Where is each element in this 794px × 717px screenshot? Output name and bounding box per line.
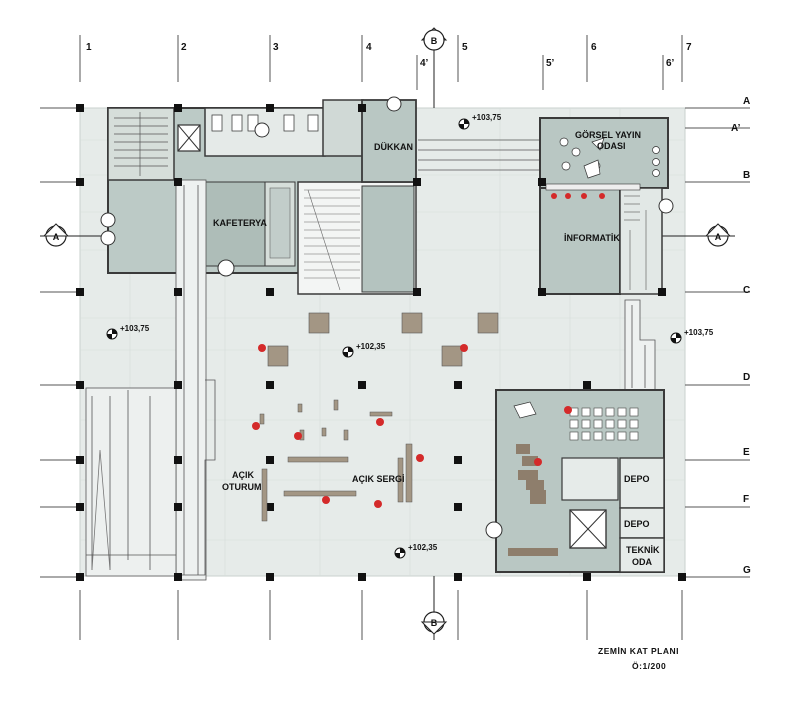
grid-label-G: G (743, 565, 751, 576)
elevation-marker-center: +102,35 (342, 342, 386, 358)
grid-label-4: 4 (366, 42, 372, 53)
section-label-a-left: A (53, 232, 60, 242)
room-label-acik-oturum-2: OTURUM (222, 482, 262, 492)
grid-label-3: 3 (273, 42, 279, 53)
grid-label-A-prime: A’ (731, 123, 741, 134)
elevation-right-label: +103,75 (684, 328, 714, 337)
section-label-b-bottom: B (431, 618, 438, 628)
grid-label-6-prime: 6’ (666, 58, 675, 69)
section-label-b-top: B (431, 36, 438, 46)
grid-label-5: 5 (462, 42, 468, 53)
it-room (539, 183, 674, 295)
service-block (100, 99, 409, 277)
exhibit-panels (259, 399, 413, 522)
elevation-bottom-label: +102,35 (408, 543, 438, 552)
room-label-gorsel-1: GÖRSEL YAYIN (575, 130, 641, 140)
elevation-marker-top: +103,75 (458, 113, 502, 130)
section-marker-b-bottom: B (420, 576, 448, 640)
room-label-acik-oturum-1: AÇIK (232, 470, 254, 480)
structural-columns (76, 104, 686, 581)
room-label-informatik: İNFORMATİK (564, 233, 620, 243)
room-label-kafeterya: KAFETERYA (213, 218, 267, 228)
section-marker-a-right: A (660, 223, 735, 247)
visitor-markers (252, 344, 572, 508)
room-label-teknik-1: TEKNİK (626, 545, 660, 555)
section-marker-b-top: B (420, 27, 448, 108)
grid-label-B: B (743, 170, 750, 181)
grid-label-4-prime: 4’ (420, 58, 429, 69)
central-stair (297, 181, 417, 295)
room-label-teknik-2: ODA (632, 557, 653, 567)
elevation-center-label: +102,35 (356, 342, 386, 351)
room-label-dukkan: DÜKKAN (374, 142, 413, 152)
elevation-marker-left: +103,75 (106, 324, 150, 340)
grid-label-2: 2 (181, 42, 187, 53)
av-room (539, 117, 669, 189)
section-marker-a-left: A (40, 223, 108, 247)
grid-label-E: E (743, 447, 750, 458)
room-label-gorsel-2: ODASI (597, 141, 626, 151)
auditorium-block (485, 389, 665, 573)
grid-label-1: 1 (86, 42, 92, 53)
grid-label-A: A (743, 96, 750, 107)
grid-label-F: F (743, 494, 749, 505)
grid-lines (40, 35, 750, 640)
grid-label-7: 7 (686, 42, 692, 53)
grid-label-5-prime: 5’ (546, 58, 555, 69)
grid-label-C: C (743, 285, 750, 296)
elevation-top-label: +103,75 (472, 113, 502, 122)
elevation-marker-right: +103,75 (670, 328, 714, 344)
plan-scale: Ö:1/200 (632, 661, 666, 671)
section-label-a-right: A (715, 232, 722, 242)
room-label-depo-2: DEPO (624, 519, 650, 529)
west-ramp (175, 179, 216, 581)
elevation-left-label: +103,75 (120, 324, 150, 333)
exhibit-pedestals (267, 312, 499, 367)
shop-room (361, 96, 540, 183)
grid-label-6: 6 (591, 42, 597, 53)
grid-label-D: D (743, 372, 750, 383)
elevation-marker-bottom: +102,35 (394, 543, 438, 559)
west-stair (85, 387, 177, 577)
plan-title: ZEMİN KAT PLANI (598, 646, 679, 656)
room-label-acik-sergi: AÇIK SERGİ (352, 474, 405, 484)
room-label-depo-1: DEPO (624, 474, 650, 484)
